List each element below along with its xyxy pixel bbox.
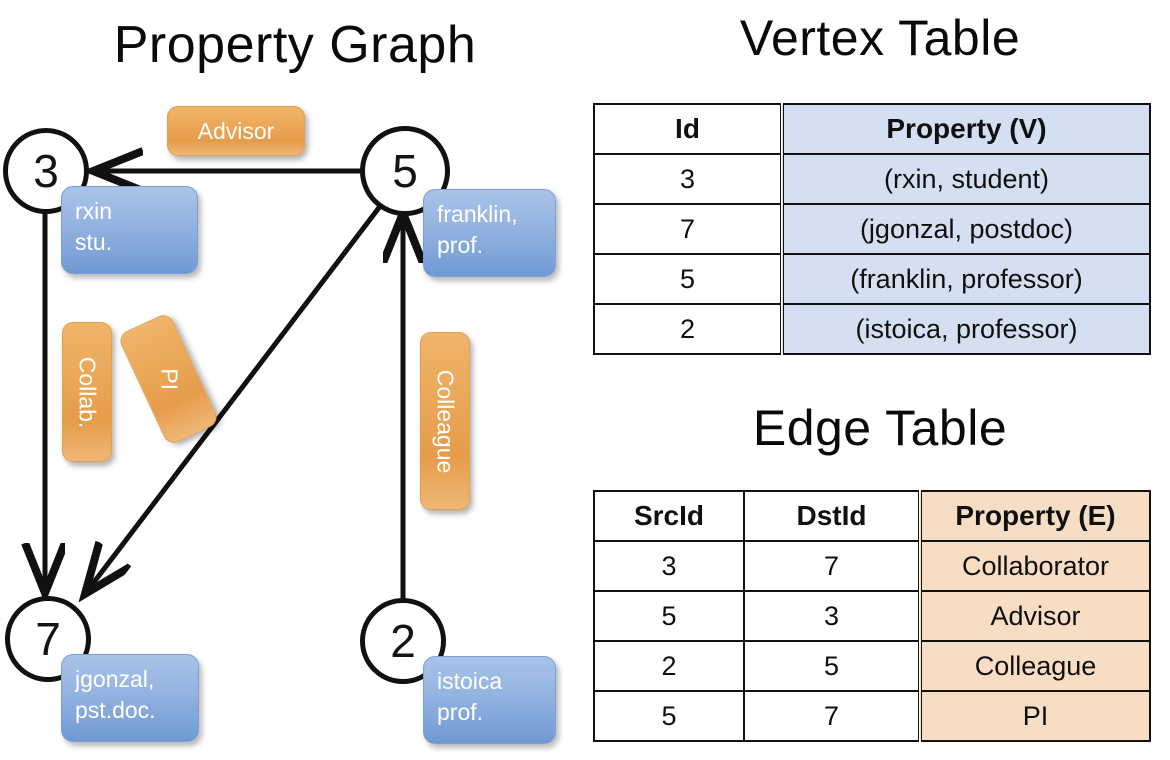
table-row[interactable]: 5 3 Advisor xyxy=(593,590,1151,642)
graph-node-7-label: 7 xyxy=(35,613,61,665)
edge-table: SrcId DstId Property (E) 3 7 Collaborato… xyxy=(593,490,1151,742)
table-row[interactable]: 2 (istoica, professor) xyxy=(593,303,1151,355)
graph-node-2-label: 2 xyxy=(390,615,416,667)
edge-cell-srcid: 2 xyxy=(593,640,745,692)
vertex-col-header-property: Property (V) xyxy=(780,103,1151,155)
table-row[interactable]: 7 (jgonzal, postdoc) xyxy=(593,203,1151,255)
edge-cell-dstid: 7 xyxy=(743,540,921,592)
vertex-cell-property: (istoica, professor) xyxy=(780,303,1151,355)
edge-label-collab-text: Collab. xyxy=(74,356,101,428)
vertex-cell-id: 2 xyxy=(593,303,783,355)
vertex-cell-property: (jgonzal, postdoc) xyxy=(780,203,1151,255)
page-title-edge-table: Edge Table xyxy=(752,400,1008,456)
edge-label-advisor: Advisor xyxy=(167,106,305,156)
edge-cell-property: Advisor xyxy=(918,590,1151,642)
node-property-box-2: istoica prof. xyxy=(423,656,556,744)
table-row[interactable]: 3 7 Collaborator xyxy=(593,540,1151,592)
table-header-row: SrcId DstId Property (E) xyxy=(593,490,1151,542)
node-property-2-line1: istoica xyxy=(437,668,503,694)
page-title-property-graph: Property Graph xyxy=(113,16,477,74)
graph-node-2[interactable]: 2 xyxy=(360,598,446,684)
edge-col-header-dstid: DstId xyxy=(743,490,921,542)
table-row[interactable]: 2 5 Colleague xyxy=(593,640,1151,692)
edge-cell-srcid: 3 xyxy=(593,540,745,592)
edge-label-pi-text: PI xyxy=(155,368,182,390)
edge-cell-dstid: 7 xyxy=(743,690,921,742)
vertex-cell-property: (franklin, professor) xyxy=(780,253,1151,305)
edge-col-header-srcid: SrcId xyxy=(593,490,745,542)
vertex-table: Id Property (V) 3 (rxin, student) 7 (jgo… xyxy=(593,103,1151,355)
edge-col-header-property: Property (E) xyxy=(918,490,1151,542)
page-title-vertex-table: Vertex Table xyxy=(739,10,1021,66)
edge-label-colleague: Colleague xyxy=(420,332,470,510)
vertex-cell-id: 7 xyxy=(593,203,783,255)
node-property-7-line2: pst.doc. xyxy=(75,697,156,723)
graph-edges-svg xyxy=(0,0,590,760)
table-row[interactable]: 5 7 PI xyxy=(593,690,1151,742)
edge-label-advisor-text: Advisor xyxy=(197,117,275,144)
property-graph-panel: Property Graph 3 5 7 2 xyxy=(0,0,590,760)
graph-node-3-label: 3 xyxy=(33,145,59,197)
edge-label-colleague-text: Colleague xyxy=(432,369,459,473)
edge-cell-dstid: 5 xyxy=(743,640,921,692)
node-property-3-line1: rxin xyxy=(75,198,113,224)
node-property-box-7: jgonzal, pst.doc. xyxy=(61,654,199,742)
node-property-box-3: rxin stu. xyxy=(61,186,198,274)
vertex-cell-id: 5 xyxy=(593,253,783,305)
edge-label-collab: Collab. xyxy=(62,322,112,462)
node-property-3-line2: stu. xyxy=(75,229,113,255)
graph-node-5-label: 5 xyxy=(392,145,418,197)
vertex-col-header-id: Id xyxy=(593,103,783,155)
edge-cell-srcid: 5 xyxy=(593,690,745,742)
edge-cell-srcid: 5 xyxy=(593,590,745,642)
node-property-5-line1: franklin, xyxy=(437,201,518,227)
edge-cell-property: PI xyxy=(918,690,1151,742)
edge-cell-property: Colleague xyxy=(918,640,1151,692)
edge-5-to-7 xyxy=(88,203,383,590)
edge-cell-dstid: 3 xyxy=(743,590,921,642)
table-header-row: Id Property (V) xyxy=(593,103,1151,155)
vertex-cell-id: 3 xyxy=(593,153,783,205)
table-row[interactable]: 5 (franklin, professor) xyxy=(593,253,1151,305)
node-property-7-line1: jgonzal, xyxy=(75,666,155,692)
vertex-cell-property: (rxin, student) xyxy=(780,153,1151,205)
node-property-5-line2: prof. xyxy=(437,232,484,258)
edge-cell-property: Collaborator xyxy=(918,540,1151,592)
node-property-box-5: franklin, prof. xyxy=(423,189,556,277)
table-row[interactable]: 3 (rxin, student) xyxy=(593,153,1151,205)
node-property-2-line2: prof. xyxy=(437,699,484,725)
